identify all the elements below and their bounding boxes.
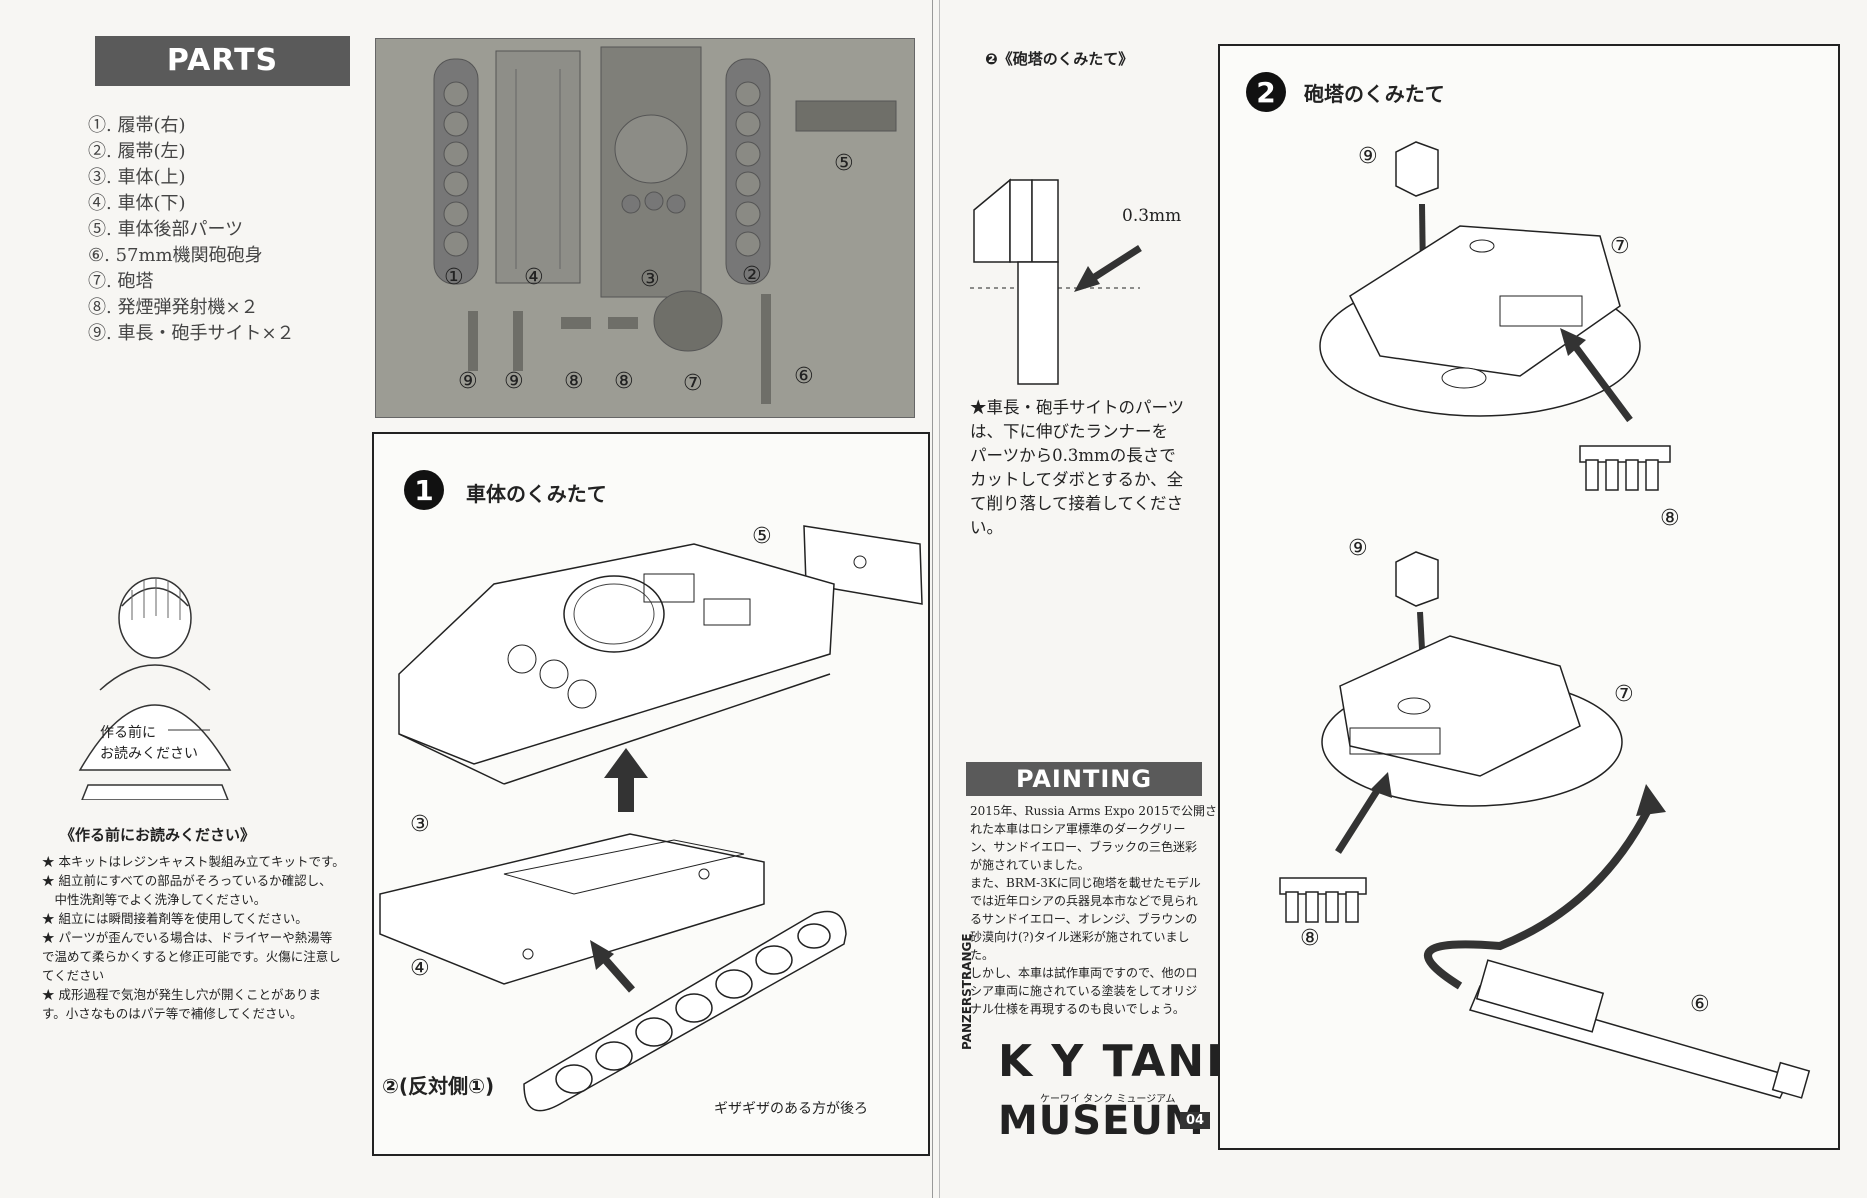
parts-list-item: ⑧. 発煙弾発射機×２: [88, 297, 259, 318]
cut-note-line: カットしてダボとするか、全: [970, 470, 1184, 489]
photo-label: ④: [524, 265, 544, 290]
photo-label: ⑤: [834, 151, 854, 176]
parts-list-item: ③. 車体(上): [88, 167, 186, 188]
cut-note-line: て削り落して接着してくださ: [970, 494, 1184, 513]
logo-line1: K Y TANK: [998, 1036, 1243, 1087]
parts-list-item: ④. 車体(下): [88, 193, 186, 214]
mascot-illustration: 作る前に お読みください: [60, 570, 250, 800]
note-line: ★ 組立前にすべての部品がそろっているか確認し、: [42, 873, 332, 888]
note-line: ★ 本キットはレジンキャスト製組み立てキットです。: [42, 854, 345, 869]
painting-line: 砂漠向け(?)タイル迷彩が施されていまし: [970, 930, 1190, 944]
step2-callout: ⑨: [1348, 536, 1368, 561]
cut-measure-label: 0.3mm: [1122, 206, 1182, 226]
painting-line: では近年ロシアの兵器見本市などで見られ: [970, 894, 1198, 908]
note-line: てください: [42, 968, 105, 983]
photo-label: ⑧: [564, 369, 584, 394]
parts-heading: PARTS: [95, 36, 350, 86]
note-line: ★ パーツが歪んでいる場合は、ドライヤーや熱湯等: [42, 930, 333, 945]
photo-label: ⑧: [614, 369, 634, 394]
painting-line: また、BRM-3Kに同じ砲塔を載せたモデル: [970, 876, 1201, 890]
brand-vertical: PANZERSTRANGE: [960, 933, 974, 1050]
track-note: ギザギザのある方が後ろ: [714, 1101, 868, 1117]
step1-title: 車体のくみたて: [466, 482, 607, 506]
note-line: ★ 成形過程で気泡が発生し穴が開くことがありま: [42, 987, 321, 1002]
cut-note-line: ★車長・砲手サイトのパーツ: [970, 398, 1185, 417]
step2-callout: ⑥: [1690, 992, 1710, 1017]
photo-label: ③: [640, 267, 660, 292]
parts-list-item: ⑥. 57mm機関砲砲身: [88, 245, 263, 266]
step1-badge: 1: [404, 470, 444, 510]
mascot-drawing: [78, 577, 232, 800]
photo-label: ⑨: [458, 369, 478, 394]
parts-list-item: ⑤. 車体後部パーツ: [88, 219, 244, 240]
mascot-sign-line1: 作る前に: [100, 725, 156, 741]
step2-callout: ⑨: [1358, 144, 1378, 169]
step2-title: 砲塔のくみたて: [1304, 82, 1445, 106]
cut-note-line: は、下に伸びたランナーを: [970, 422, 1168, 441]
painting-line: ナル仕様を再現するのも良いでしょう。: [970, 1002, 1185, 1016]
painting-text: 2015年、Russia Arms Expo 2015で公開さ れた本車はロシア…: [970, 802, 1217, 1018]
cut-detail-header: ❷《砲塔のくみたて》: [985, 50, 1134, 68]
painting-line: た。: [970, 948, 995, 962]
step2-callout: ⑧: [1660, 506, 1680, 531]
step2-callout: ⑦: [1614, 682, 1634, 707]
painting-line: シア車両に施されている塗装をしてオリジ: [970, 984, 1198, 998]
step2-callout: ⑧: [1300, 926, 1320, 951]
painting-line: れた本車はロシア軍標準のダークグリー: [970, 822, 1186, 836]
read-first-notes: ★ 本キットはレジンキャスト製組み立てキットです。 ★ 組立前にすべての部品がそ…: [42, 852, 345, 1023]
cut-detail-drawing: [970, 178, 1142, 385]
note-line: 中性洗剤等でよく洗浄してください。: [42, 892, 267, 907]
note-line: す。小さなものはパテ等で補修してください。: [42, 1006, 303, 1021]
photo-label: ⑦: [683, 371, 703, 396]
photo-label: ⑨: [504, 369, 524, 394]
painting-heading: PAINTING: [966, 762, 1202, 796]
step1-opposite-label: ②(反対側①): [382, 1074, 495, 1098]
painting-line: しかし、本車は試作車両ですので、他のロ: [970, 966, 1198, 980]
step1-callout: ④: [410, 956, 430, 981]
turret-assembly-drawing: [1279, 141, 1811, 1099]
painting-line: ン、サンドイエロー、ブラックの三色迷彩: [970, 840, 1198, 854]
note-line: ★ 組立には瞬間接着剤等を使用してください。: [42, 911, 308, 926]
parts-list-item: ①. 履帯(右): [88, 115, 186, 136]
logo-line2: MUSEUM: [998, 1098, 1205, 1144]
parts-photo: ① ④ ③ ② ⑤ ⑨ ⑨ ⑧ ⑧ ⑦ ⑥: [375, 38, 915, 418]
parts-list-item: ⑨. 車長・砲手サイト×２: [88, 323, 295, 344]
step2-panel: 2 砲塔のくみたて: [1218, 44, 1840, 1150]
step2-badge: 2: [1246, 72, 1286, 112]
painting-line: 2015年、Russia Arms Expo 2015で公開さ: [970, 804, 1217, 818]
parts-photo-drawing: [433, 46, 897, 404]
page-fold: [932, 0, 940, 1198]
mascot-sign-line2: お読みください: [100, 746, 198, 762]
step1-panel: 1 車体のくみたて: [372, 432, 930, 1156]
painting-line: るサンドイエロー、オレンジ、ブラウンの: [970, 912, 1198, 926]
logo-issue: 04: [1180, 1112, 1211, 1129]
read-first-title: 《作る前にお読みください》: [60, 826, 256, 844]
logo-katakana: ケーワイ タンク ミュージアム: [1040, 1094, 1176, 1105]
cut-note-line: い。: [970, 518, 1003, 537]
photo-label: ②: [742, 263, 762, 288]
note-line: で温めて柔らかくすると修正可能です。火傷に注意し: [42, 949, 341, 964]
step2-callout: ⑦: [1610, 234, 1630, 259]
photo-label: ①: [444, 265, 464, 290]
cut-note-line: パーツから0.3mmの長さで: [970, 446, 1176, 465]
painting-line: が施されていました。: [970, 858, 1090, 872]
cut-detail-note: ★車長・砲手サイトのパーツ は、下に伸びたランナーを パーツから0.3mmの長さ…: [970, 396, 1184, 540]
parts-list: ①. 履帯(右) ②. 履帯(左) ③. 車体(上) ④. 車体(下) ⑤. 車…: [88, 113, 295, 347]
hull-assembly-drawing: [379, 525, 923, 1112]
parts-list-item: ⑦. 砲塔: [88, 271, 154, 292]
parts-list-item: ②. 履帯(左): [88, 141, 186, 162]
photo-label: ⑥: [794, 364, 814, 389]
step1-callout: ⑤: [752, 524, 772, 549]
step1-callout: ③: [410, 812, 430, 837]
cut-detail-diagram: 0.3mm: [970, 170, 1181, 400]
